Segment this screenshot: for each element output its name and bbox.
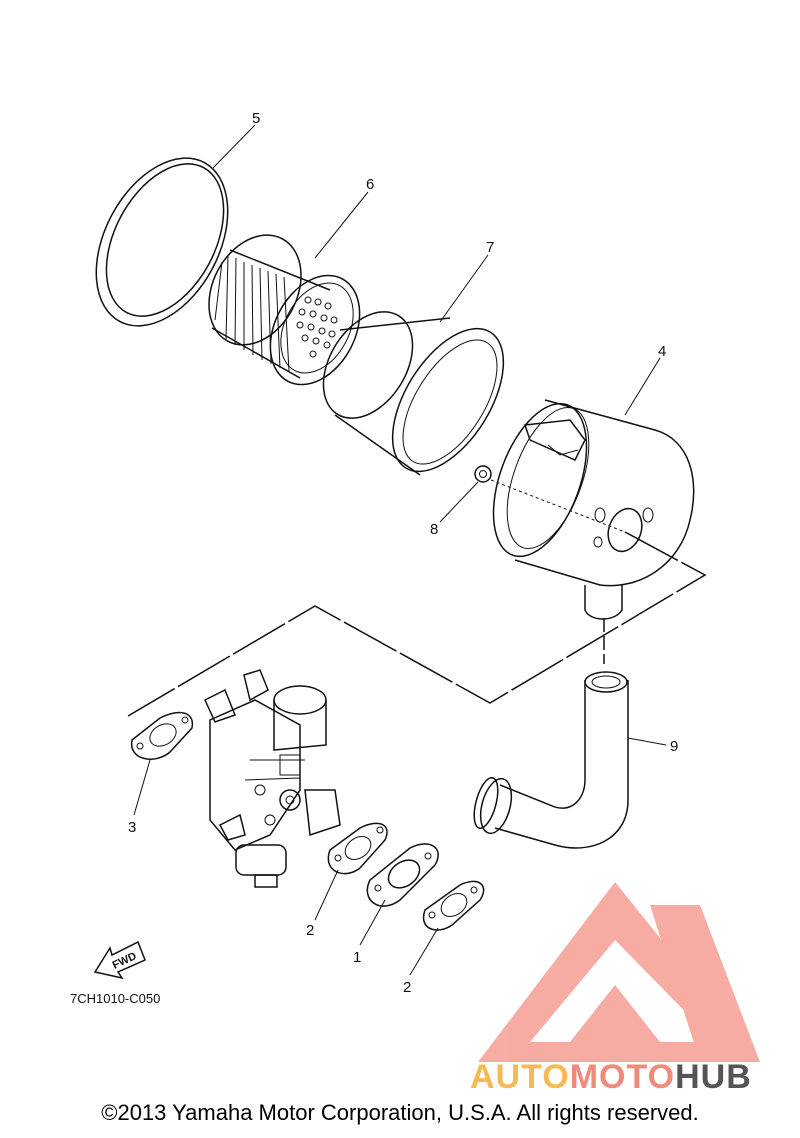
callout-8: 8 xyxy=(430,521,438,538)
callout-6: 6 xyxy=(366,176,374,193)
ring-part xyxy=(95,157,229,327)
copyright-notice: ©2013 Yamaha Motor Corporation, U.S.A. A… xyxy=(101,1100,699,1125)
callout-2-upper: 2 xyxy=(306,922,314,939)
filter-element-part xyxy=(208,234,361,386)
carburetor-part xyxy=(204,669,341,888)
watermark-text: AUTOMOTOHUB xyxy=(470,1058,752,1096)
leader-lines xyxy=(133,124,667,976)
callout-2-lower: 2 xyxy=(403,979,411,996)
watermark-logo-icon xyxy=(478,882,760,1062)
callout-9: 9 xyxy=(670,738,678,755)
callout-1: 1 xyxy=(353,949,361,966)
assembly-outline xyxy=(127,531,707,717)
watermark-hub: HUB xyxy=(675,1058,752,1096)
nut-part xyxy=(474,465,626,533)
callout-3: 3 xyxy=(128,819,136,836)
gasket-part-2-lower xyxy=(422,880,485,931)
diagram-code: 7CH1010-C050 xyxy=(70,991,160,1006)
joint-pipe-part xyxy=(473,671,629,849)
watermark-moto: MOTO xyxy=(570,1058,675,1096)
fwd-arrow-icon: FWD xyxy=(93,940,146,980)
gasket-part-3 xyxy=(131,711,194,760)
callout-4: 4 xyxy=(658,343,666,360)
callout-7: 7 xyxy=(486,239,494,256)
foam-element-part xyxy=(322,311,505,476)
callout-labels: 5 6 7 4 8 9 3 2 1 2 xyxy=(128,110,678,996)
spacer-part xyxy=(366,843,439,907)
gasket-part-2-upper xyxy=(327,822,388,875)
watermark-auto: AUTO xyxy=(470,1058,570,1096)
air-cleaner-case-part xyxy=(492,399,695,620)
callout-5: 5 xyxy=(252,110,260,127)
